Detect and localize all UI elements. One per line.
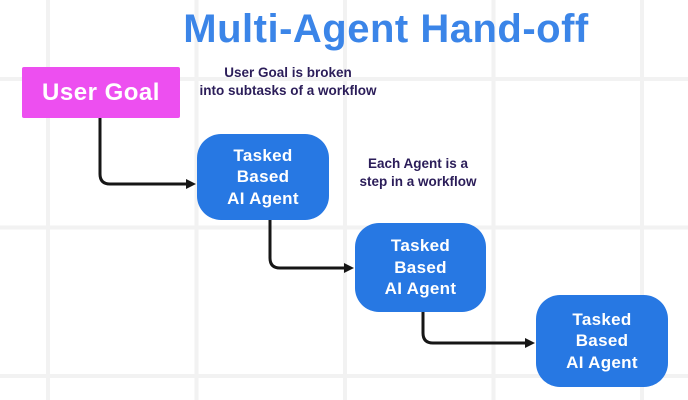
annotation-line: into subtasks of a workflow	[199, 83, 377, 98]
annotation-line: User Goal is broken	[224, 65, 352, 80]
arrow-user-goal-to-agent-1	[98, 116, 196, 189]
user-goal-label: User Goal	[42, 78, 160, 106]
diagram-title: Multi-Agent Hand-off	[183, 7, 589, 51]
agent-label-line: Based	[394, 257, 447, 277]
annotation-each-agent: Each Agent is a step in a workflow	[337, 155, 499, 191]
agent-label-line: Based	[575, 331, 629, 351]
agent-label-line: AI Agent	[384, 279, 457, 299]
agent-label-line: Based	[236, 167, 290, 187]
agent-label-line: AI Agent	[227, 188, 299, 208]
agent-label-line: Tasked	[572, 309, 632, 329]
agent-node-1: Tasked Based AI Agent	[197, 134, 329, 220]
agent-node-3: Tasked Based AI Agent	[536, 295, 668, 387]
annotation-line: step in a workflow	[359, 174, 477, 189]
arrow-agent-1-to-agent-2	[268, 218, 354, 273]
agent-label-line: AI Agent	[566, 352, 638, 372]
agent-label-line: Tasked	[390, 236, 451, 256]
annotation-line: Each Agent is a	[367, 156, 469, 171]
agent-node-2: Tasked Based AI Agent	[355, 223, 486, 312]
user-goal-node: User Goal	[22, 67, 180, 118]
arrow-agent-2-to-agent-3	[421, 310, 535, 348]
annotation-user-goal: User Goal is broken into subtasks of a w…	[168, 64, 408, 100]
agent-label-line: Tasked	[233, 145, 293, 165]
